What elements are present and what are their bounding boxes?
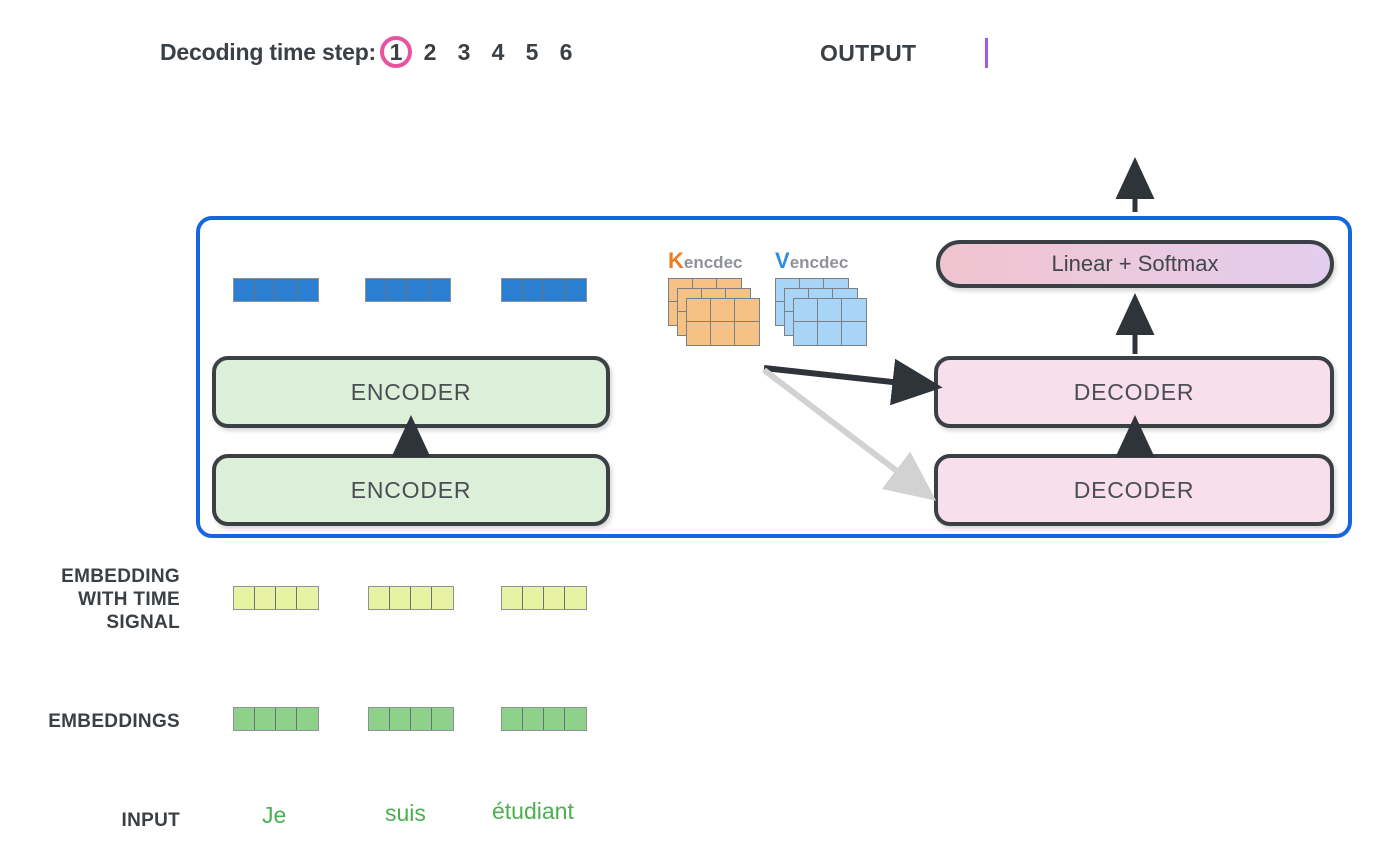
k-matrix-stack	[668, 278, 768, 350]
decoder-block-bottom: DECODER	[934, 454, 1334, 526]
vector-cell	[432, 587, 453, 609]
v-encdec-label: Vencdec	[775, 248, 848, 274]
vector-cell	[429, 279, 450, 301]
v-matrix-stack	[775, 278, 875, 350]
vector-cell	[369, 587, 390, 609]
vector-cell	[523, 279, 544, 301]
vector-cell	[276, 587, 297, 609]
timestep-1-value: 1	[389, 39, 403, 65]
vector-cell	[255, 279, 276, 301]
vector-cell	[502, 708, 523, 730]
vector-cell	[255, 587, 276, 609]
vector-cell	[544, 279, 565, 301]
vector-cell	[565, 587, 586, 609]
vector-cell	[502, 587, 523, 609]
encoder-bottom-label: ENCODER	[350, 476, 472, 503]
k-encdec-label: Kencdec	[668, 248, 742, 274]
timestep-2[interactable]: 2	[423, 39, 437, 65]
vector-cell	[565, 279, 586, 301]
vector-cell	[408, 279, 429, 301]
timestep-4[interactable]: 4	[491, 39, 505, 65]
vector-cell	[544, 708, 565, 730]
encoder-block-bottom: ENCODER	[212, 454, 610, 526]
linear-softmax-label: Linear + Softmax	[1051, 251, 1219, 276]
v-letter: V	[775, 248, 790, 273]
vector-cell	[390, 587, 411, 609]
vector-cell	[366, 279, 387, 301]
vector-cell	[523, 708, 544, 730]
encoder-output-vector-2	[365, 278, 451, 302]
embeddings-row-label: EMBEDDINGS	[48, 711, 180, 732]
decoding-timestep-label: Decoding time step:	[160, 38, 377, 65]
embedding-vector-1	[233, 707, 319, 731]
vector-cell	[523, 587, 544, 609]
input-row-label: INPUT	[121, 810, 180, 831]
time-signal-label-line-2: WITH TIME	[78, 589, 180, 610]
vector-cell	[411, 708, 432, 730]
output-label: OUTPUT	[820, 40, 917, 66]
encoder-top-label: ENCODER	[350, 378, 472, 405]
k-matrix-1	[686, 298, 760, 346]
output-cursor-icon	[985, 38, 988, 68]
timestep-5[interactable]: 5	[525, 39, 539, 65]
vector-cell	[387, 279, 408, 301]
time-signal-vector-1	[233, 586, 319, 610]
encoder-output-vector-3	[501, 278, 587, 302]
timestep-3[interactable]: 3	[457, 39, 471, 65]
vector-cell	[369, 708, 390, 730]
vector-cell	[432, 708, 453, 730]
embedding-vector-2	[368, 707, 454, 731]
encoder-output-vector-1	[233, 278, 319, 302]
input-word-3: étudiant	[492, 798, 574, 824]
vector-cell	[544, 587, 565, 609]
time-signal-label-line-3: SIGNAL	[106, 612, 180, 633]
v-subscript: encdec	[789, 253, 849, 272]
decoder-bottom-label: DECODER	[1073, 476, 1195, 503]
time-signal-vector-2	[368, 586, 454, 610]
vector-cell	[234, 708, 255, 730]
encoder-block-top: ENCODER	[212, 356, 610, 428]
input-word-1: Je	[262, 802, 287, 828]
decoder-top-label: DECODER	[1073, 378, 1195, 405]
vector-cell	[297, 708, 318, 730]
timestep-number-list: 1 2 3 4 5 6	[379, 32, 583, 72]
linear-softmax-block: Linear + Softmax	[936, 240, 1334, 288]
vector-cell	[390, 708, 411, 730]
timestep-1[interactable]: 1	[379, 32, 413, 72]
embedding-vector-3	[501, 707, 587, 731]
time-signal-vector-3	[501, 586, 587, 610]
vector-cell	[276, 279, 297, 301]
vector-cell	[502, 279, 523, 301]
decoding-timestep-bar: Decoding time step: 1 2 3 4 5 6	[160, 32, 583, 72]
v-matrix-1	[793, 298, 867, 346]
vector-cell	[411, 587, 432, 609]
k-letter: K	[668, 248, 684, 273]
vector-cell	[297, 279, 318, 301]
vector-cell	[565, 708, 586, 730]
vector-cell	[276, 708, 297, 730]
input-word-2: suis	[385, 800, 426, 826]
vector-cell	[234, 587, 255, 609]
k-subscript: encdec	[683, 253, 743, 272]
vector-cell	[297, 587, 318, 609]
vector-cell	[255, 708, 276, 730]
vector-cell	[234, 279, 255, 301]
timestep-6[interactable]: 6	[559, 39, 573, 65]
time-signal-row-label: EMBEDDING WITH TIME SIGNAL	[0, 565, 180, 634]
decoder-block-top: DECODER	[934, 356, 1334, 428]
time-signal-label-line-1: EMBEDDING	[61, 566, 180, 587]
